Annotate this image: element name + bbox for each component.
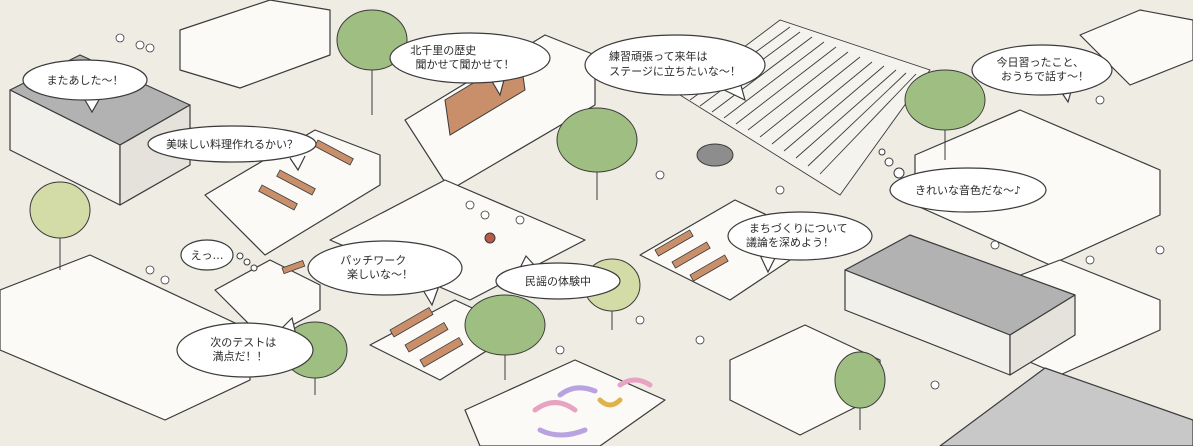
- bubble-test: 次のテストは 満点だ！！: [176, 316, 314, 378]
- svg-text:パッチワーク 楽しいな～！: パッチワーク 楽しいな～！: [340, 254, 413, 281]
- svg-text:次のテストは 満点だ！！: 次のテストは 満点だ！！: [210, 335, 280, 363]
- svg-text:えっ…: えっ…: [191, 249, 224, 262]
- performer: [484, 232, 496, 244]
- bubble-e: えっ…: [180, 239, 258, 272]
- svg-text:またあした～！: またあした～！: [47, 74, 124, 87]
- bubble-text: えっ…: [191, 249, 224, 262]
- bubble-text: 民謡の体験中: [525, 274, 591, 288]
- bubble-text: またあした～！: [47, 74, 124, 87]
- svg-text:民謡の体験中: 民謡の体験中: [525, 274, 591, 288]
- bubble-text: 北千里の歴史: [410, 44, 476, 57]
- bubble-kitasenri: 北千里の歴史 聞かせて聞かせて！: [389, 32, 551, 97]
- bubble-text: ステージに立ちたいな～！: [609, 64, 741, 78]
- bubble-kyou: 今日習ったこと、 おうちで話す～！: [971, 44, 1113, 104]
- speech-bubbles: またあした～！ 北千里の歴史 聞かせて聞かせて！ 練習頑張って来年は ステージに…: [22, 32, 1113, 378]
- bubble-text: おうちで話す～！: [1001, 69, 1089, 83]
- svg-text:今日習ったこと、 おうちで話す～！: 今日習ったこと、 おうちで話す～！: [996, 55, 1089, 83]
- bubble-text: きれいな音色だな～♪: [915, 183, 1021, 197]
- svg-text:まちづくりについて 議論を深めよう！: まちづくりについて 議論を深めよう！: [746, 222, 851, 249]
- tables: [258, 139, 729, 368]
- bubble-text: 議論を深めよう！: [746, 235, 834, 249]
- piano: [696, 143, 734, 167]
- bubble-text: 楽しいな～！: [347, 268, 413, 281]
- bubble-patchwork: パッチワーク 楽しいな～！: [307, 240, 463, 307]
- bubble-minyou: 民謡の体験中: [495, 254, 621, 300]
- svg-text:練習頑張って来年は ステージに立ちたいな～！: 練習頑張って来年は ステージに立ちたいな～！: [609, 49, 741, 78]
- ground-art: [532, 377, 653, 438]
- bubble-text: パッチワーク: [340, 254, 406, 267]
- people: [115, 33, 1165, 390]
- bubble-text: まちづくりについて: [749, 222, 848, 235]
- bubble-text: 美味しい料理作れるかい？: [166, 137, 298, 151]
- bubble-text: 今日習ったこと、: [996, 55, 1084, 69]
- bubble-kirei: きれいな音色だな～♪: [878, 148, 1047, 213]
- svg-text:美味しい料理作れるかい？: 美味しい料理作れるかい？: [166, 137, 298, 151]
- bubble-text: 聞かせて聞かせて！: [416, 58, 515, 71]
- bubble-machizukuri: まちづくりについて 議論を深めよう！: [727, 211, 873, 274]
- bubble-text: 次のテストは: [210, 335, 276, 349]
- svg-text:きれいな音色だな～♪: きれいな音色だな～♪: [915, 183, 1021, 197]
- svg-text:北千里の歴史 聞かせて聞かせて！: 北千里の歴史 聞かせて聞かせて！: [410, 44, 514, 71]
- bubble-mataashita: またあした～！: [22, 59, 148, 114]
- bubble-renshu: 練習頑張って来年は ステージに立ちたいな～！: [584, 34, 766, 102]
- bubble-text: 練習頑張って来年は: [609, 49, 707, 63]
- bubble-text: 満点だ！！: [213, 350, 268, 363]
- bubble-ryouri: 美味しい料理作れるかい？: [147, 125, 317, 172]
- trees: [29, 9, 986, 430]
